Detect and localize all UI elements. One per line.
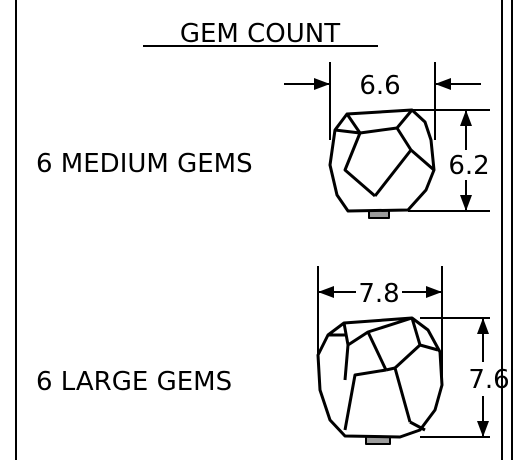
medium-gem-icon	[328, 108, 436, 219]
drawing-frame	[15, 0, 513, 460]
medium-gem-height-value: 6.2	[448, 151, 489, 181]
table-title: GEM COUNT	[180, 19, 340, 49]
medium-gem-dimensions	[284, 62, 490, 212]
large-gem-width-value: 7.8	[358, 279, 399, 309]
medium-gems-label: 6 MEDIUM GEMS	[36, 149, 253, 179]
large-gem-icon	[316, 316, 444, 445]
large-gems-label: 6 LARGE GEMS	[36, 367, 232, 397]
large-gem-dimensions	[317, 266, 490, 438]
large-gem-height-value: 7.6	[468, 365, 509, 395]
medium-gem-width-value: 6.6	[359, 71, 400, 101]
